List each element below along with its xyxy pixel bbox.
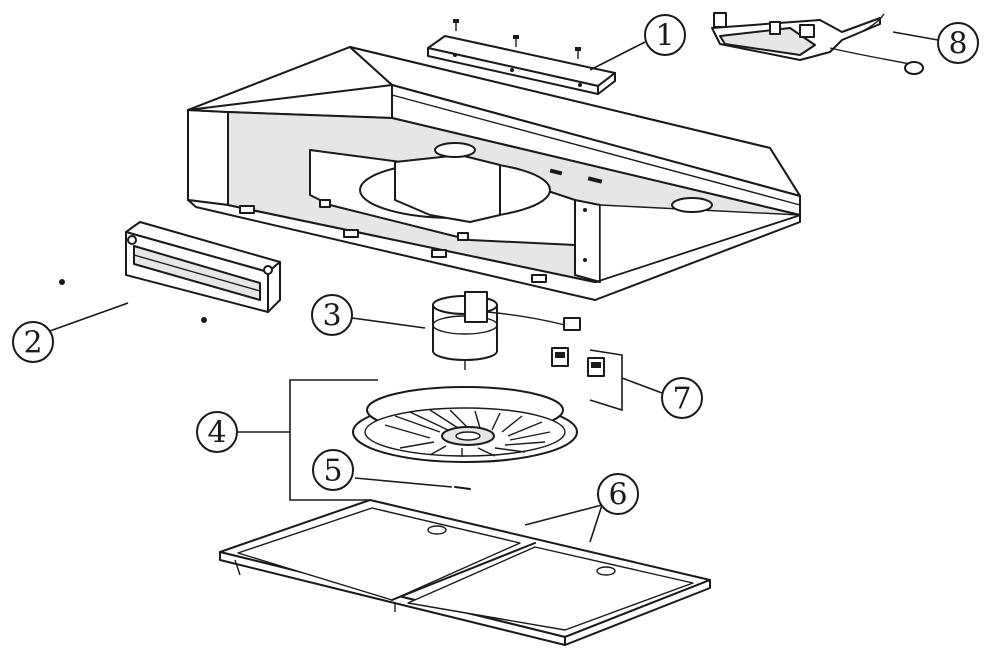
mounting-screws bbox=[453, 19, 581, 59]
callout-1: 1 bbox=[644, 14, 686, 56]
grease-filters bbox=[219, 499, 711, 646]
control-wiring bbox=[711, 12, 924, 75]
callout-3: 3 bbox=[311, 294, 353, 336]
mounting-plate bbox=[427, 35, 616, 95]
hood-body bbox=[187, 46, 801, 301]
callout-6-label: 6 bbox=[608, 478, 627, 513]
callout-8: 8 bbox=[937, 22, 979, 64]
callout-7-label: 7 bbox=[672, 382, 691, 417]
callout-2-label: 2 bbox=[23, 326, 42, 361]
callout-5-label: 5 bbox=[323, 454, 342, 489]
callout-4-label: 4 bbox=[207, 416, 226, 451]
callout-4: 4 bbox=[196, 411, 238, 453]
leader-lines bbox=[46, 31, 939, 543]
callout-5: 5 bbox=[312, 449, 354, 491]
callout-7: 7 bbox=[661, 377, 703, 419]
callout-6: 6 bbox=[597, 473, 639, 515]
motor bbox=[432, 291, 581, 370]
control-box bbox=[59, 221, 281, 323]
callout-3-label: 3 bbox=[322, 299, 341, 334]
callout-1-label: 1 bbox=[655, 19, 674, 54]
callout-8-label: 8 bbox=[948, 27, 967, 62]
lamp-holders bbox=[551, 347, 605, 377]
blower-wheel bbox=[352, 386, 578, 490]
callout-2: 2 bbox=[12, 321, 54, 363]
